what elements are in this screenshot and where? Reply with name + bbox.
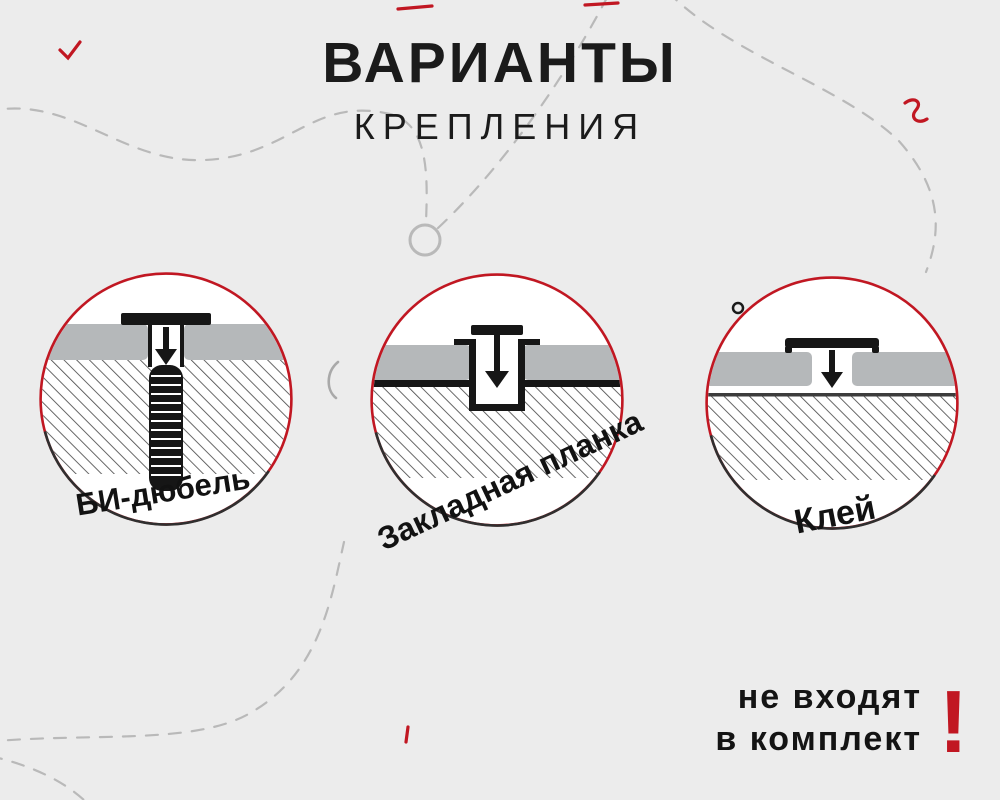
red-accent-marks <box>58 1 929 744</box>
glue-diagram <box>705 276 959 530</box>
red-dash-icon <box>583 1 620 7</box>
red-dash-icon <box>396 4 434 11</box>
bi-dowel-diagram <box>39 272 293 526</box>
red-tick-icon <box>404 725 410 744</box>
mounting-plate-cross-section <box>373 325 621 478</box>
footnote: не входят в комплект <box>715 677 922 760</box>
red-check-icon <box>58 40 82 61</box>
glue-cross-section <box>708 338 956 480</box>
arc-mark-icon <box>327 360 340 400</box>
mounting-plate-diagram <box>370 273 624 527</box>
down-arrow-icon <box>821 350 843 388</box>
footnote-line1: не входят <box>737 678 922 717</box>
red-squiggle-icon <box>903 98 929 123</box>
footnote-line2: в комплект <box>715 719 922 758</box>
header: ВАРИАНТЫ КРЕПЛЕНИЯ <box>0 30 1000 148</box>
exclamation-mark: ! <box>938 672 968 771</box>
down-arrow-icon <box>155 327 177 365</box>
dashed-curves <box>0 0 937 800</box>
small-dot-outline-icon <box>731 301 745 315</box>
page-subtitle: КРЕПЛЕНИЯ <box>353 106 647 147</box>
down-arrow-icon <box>471 325 523 388</box>
page-title: ВАРИАНТЫ <box>322 31 678 95</box>
small-circle-outline-icon <box>408 223 442 257</box>
